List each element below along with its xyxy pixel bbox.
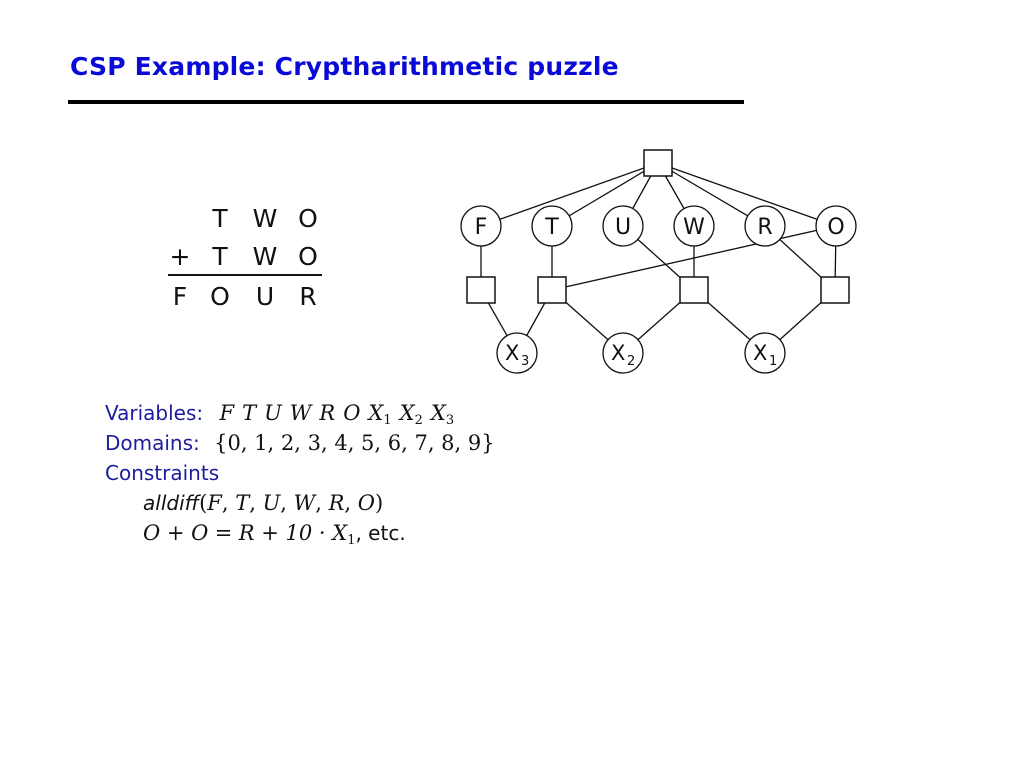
variable-symbol: R [319,401,336,425]
puzzle-letter-o: O [298,204,318,233]
carry-label-x2: X [611,341,625,365]
variable-node-o [815,205,857,247]
alldiff-argument: T [235,491,250,515]
alldiff-argument: W [293,491,316,515]
puzzle-letter-r: R [299,282,317,311]
puzzle-letter-t: T [212,204,228,233]
variable-symbol: X3 [430,401,455,428]
variable-node-t [531,205,573,247]
constraints-row: Constraints [105,458,625,488]
variable-symbol: X2 [399,401,423,428]
variable-label-t: T [544,215,559,240]
constraint-node-alldiff [643,149,673,177]
puzzle-letter-u: U [255,282,275,311]
edge-alldiff-r [657,162,766,227]
alldiff-constraint: alldiff(F, T, U, W, R, O) [105,488,625,518]
variable-label-u: U [615,215,631,240]
carry-label-x3: X [505,341,519,365]
variable-symbol: O [343,401,361,425]
equation-lhs: O + O [143,521,209,545]
alldiff-arguments: (F, T, U, W, R, O) [199,491,384,515]
variable-symbol: X1 [368,401,392,428]
constraint-node-c-F [466,276,496,304]
puzzle-letter-o: O [298,242,318,271]
variable-label-r: R [757,215,772,240]
variable-label-f: F [475,215,488,240]
equation-equals: = [214,521,233,545]
carry-subscript-x1: 1 [769,354,777,369]
variable-node-w [673,205,715,247]
variable-label-w: W [683,215,705,240]
title-underline [68,100,744,104]
carry-subscript-x3: 3 [521,354,529,369]
carry-node-x2 [602,332,644,374]
puzzle-letter-w: W [252,242,278,271]
variable-symbol: U [264,401,282,425]
alldiff-argument: F [207,491,222,515]
puzzle-letter-w: W [252,204,278,233]
column-constraint: O + O = R + 10 · X1, etc. [105,518,625,548]
constraint-node-c-T [537,276,567,304]
puzzle-letter-t: T [212,242,228,271]
edge-alldiff-f [480,162,659,227]
carry-node-x3 [496,332,538,374]
variable-node-f [460,205,502,247]
plus-sign: + [169,242,191,271]
domain-set: {0, 1, 2, 3, 4, 5, 6, 7, 8, 9} [214,431,495,455]
variable-label-o: O [827,215,844,240]
equation-suffix: , etc. [355,521,406,545]
carry-label-x1: X [753,341,767,365]
constraints-label: Constraints [105,461,220,485]
puzzle-letter-f: F [172,282,188,311]
variable-node-u [602,205,644,247]
variable-symbol: W [289,401,312,425]
sum-line [168,274,322,276]
equation-rhs-var: X1 [332,521,356,548]
puzzle-letter-o: O [210,282,230,311]
alldiff-name: alldiff [143,491,200,515]
slide-title: CSP Example: Cryptharithmetic puzzle [70,52,619,81]
edge-alldiff-o [657,162,837,227]
constraint-node-c-O [820,276,850,304]
constraint-node-c-W [679,276,709,304]
alldiff-argument: U [262,491,281,515]
domains-label: Domains: [105,431,200,455]
alldiff-argument: R [328,491,345,515]
variable-node-r [744,205,786,247]
domains-row: Domains: {0, 1, 2, 3, 4, 5, 6, 7, 8, 9} [105,428,625,458]
variable-symbol: T [242,401,257,425]
equation-rhs: R + 10 · [238,521,333,545]
carry-node-x1 [744,332,786,374]
alldiff-argument: O [357,491,375,515]
carry-subscript-x2: 2 [627,354,635,369]
variables-label: Variables: [105,401,204,425]
variable-symbol: F [219,401,235,425]
